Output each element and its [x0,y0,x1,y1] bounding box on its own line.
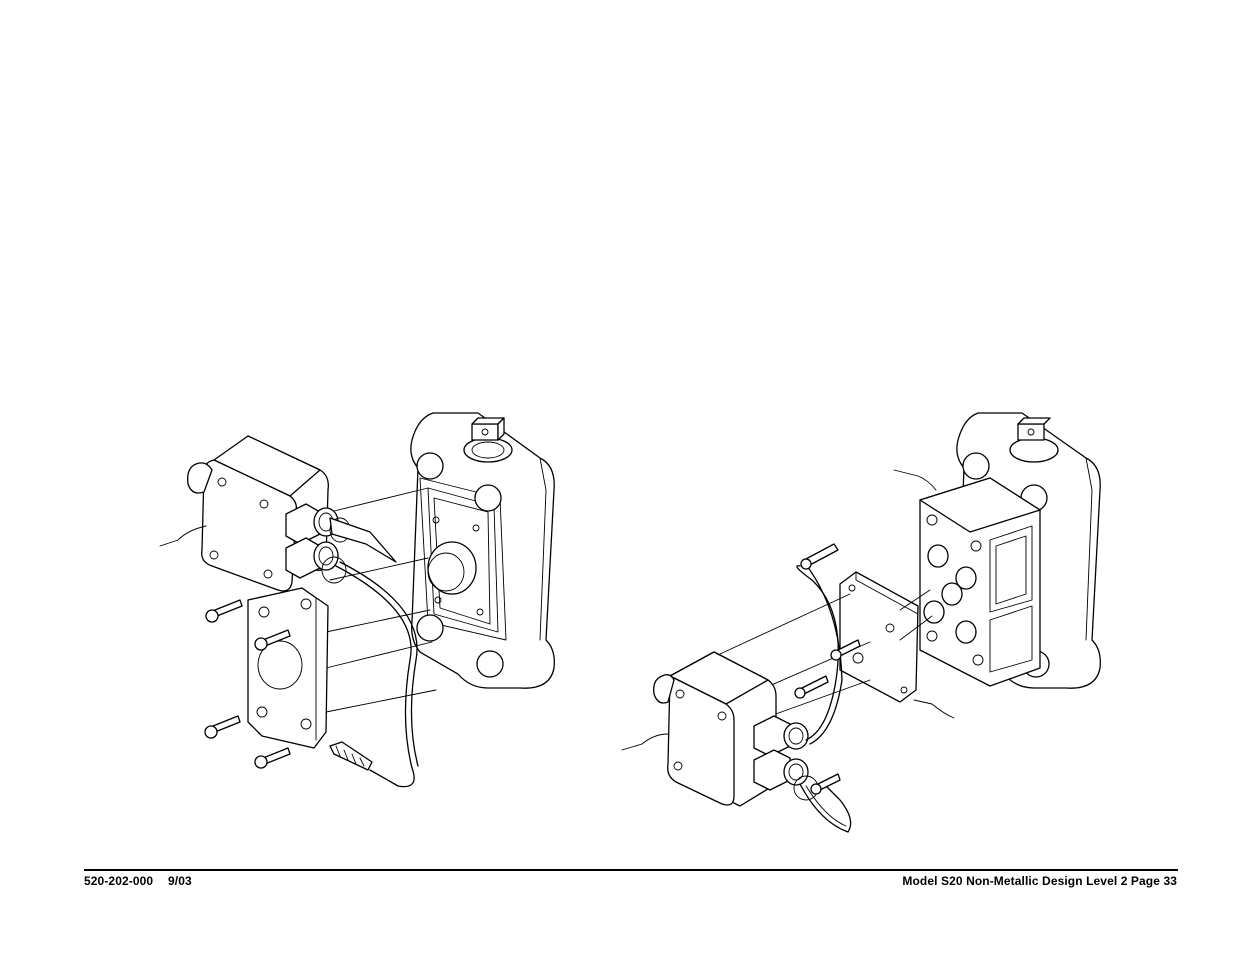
right-leader-line-box [621,733,669,751]
right-cables [796,561,852,833]
left-switch-box [187,435,329,592]
right-leader-line-top [893,469,937,491]
right-screws [794,543,861,795]
left-leader-line [159,525,207,547]
right-connectors [753,715,819,801]
document-date: 9/03 [168,874,192,888]
left-assembly [159,412,555,788]
right-assembly [621,412,1101,833]
left-connectors [285,503,351,584]
right-flange-plate [839,571,919,703]
left-housing [410,412,555,689]
right-switch-block [919,477,1041,687]
footer-rule [84,869,1178,871]
left-mounting-plate [247,587,329,749]
left-probe-and-cable [329,517,419,788]
document-number: 520-202-000 [84,874,154,888]
page-title: Model S20 Non-Metallic Design Level 2 Pa… [902,874,1177,888]
right-leader-line-flange [913,699,955,719]
right-switch-box [653,651,777,807]
left-projection-lines [325,487,437,713]
left-screws [204,599,291,769]
